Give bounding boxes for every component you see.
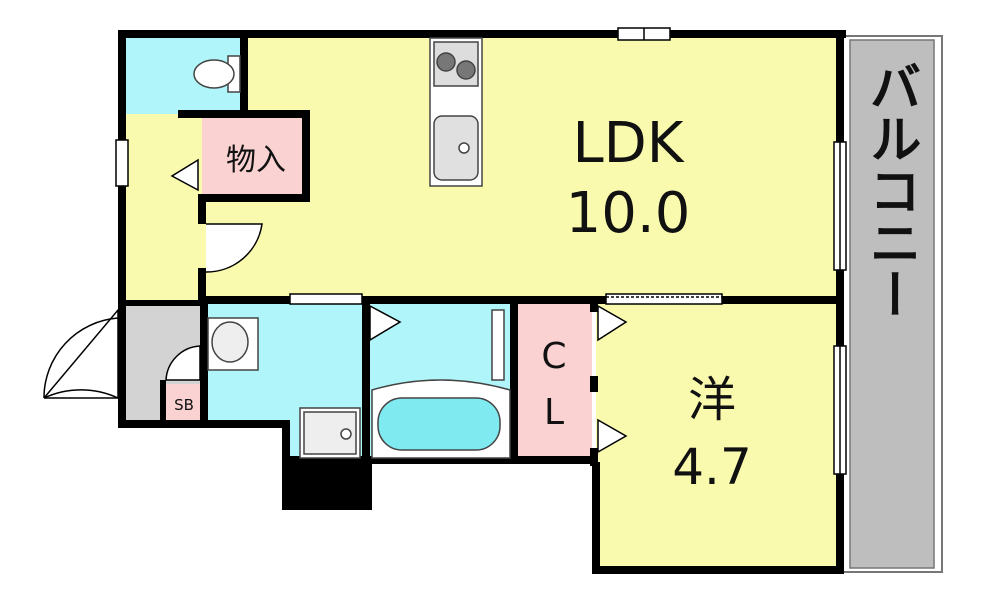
entrance-door-icon <box>165 345 201 381</box>
fixtures <box>193 37 511 459</box>
entry-door-icon <box>43 317 119 399</box>
room-labels: LDK 10.0 洋 4.7 物入 C L SB <box>174 111 752 496</box>
western-room-size: 4.7 <box>672 438 752 496</box>
shoe-box-label: SB <box>174 396 194 414</box>
washbasin-icon <box>207 317 259 371</box>
bathtub-icon <box>371 309 511 459</box>
doors <box>43 158 628 454</box>
western-room-name: 洋 <box>688 372 736 428</box>
closet-label-l: L <box>544 392 564 433</box>
balcony-label: バルコニー <box>860 60 920 320</box>
room-fills <box>122 36 840 570</box>
walls <box>118 30 846 574</box>
washing-machine-pan-icon <box>299 407 361 459</box>
storage-label: 物入 <box>226 143 286 178</box>
balcony: バルコニー <box>841 35 943 573</box>
ldk-floor <box>245 36 840 300</box>
ldk-name: LDK <box>572 111 684 176</box>
closet-floor <box>516 302 592 458</box>
toilet-door-icon <box>170 158 199 192</box>
storage-floor <box>202 116 306 198</box>
shoe-box-floor <box>164 384 204 422</box>
toilet-icon <box>193 55 241 93</box>
kitchen-counter-icon <box>429 37 483 187</box>
closet-label-c: C <box>541 336 566 377</box>
western-room-floor <box>596 302 840 570</box>
windows <box>115 27 847 475</box>
ldk-size: 10.0 <box>566 181 691 246</box>
pipe-shaft <box>282 462 372 510</box>
ldk-door-icon <box>205 223 263 273</box>
